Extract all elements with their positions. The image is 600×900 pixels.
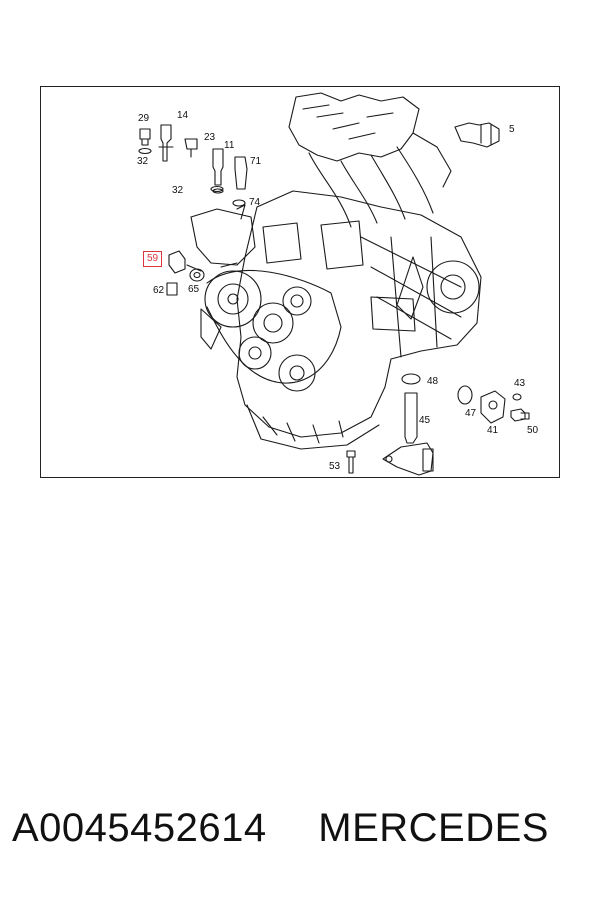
callout-29: 29: [138, 113, 150, 124]
callout-71: 71: [250, 156, 262, 167]
parts-diagram-frame: 29 14 23 11 32 71 32 74 5 59 62 65 48 43…: [40, 86, 560, 478]
callout-43: 43: [514, 378, 526, 389]
callout-5: 5: [509, 124, 515, 135]
callout-11: 11: [224, 140, 235, 151]
callout-53: 53: [329, 461, 341, 472]
callout-59-highlighted[interactable]: 59: [143, 251, 163, 267]
callout-32-top: 32: [137, 156, 149, 167]
callout-48: 48: [427, 376, 439, 387]
callout-32-bottom: 32: [172, 185, 184, 196]
callout-14: 14: [177, 110, 189, 121]
callout-41: 41: [487, 425, 499, 436]
callout-23: 23: [204, 132, 216, 143]
part-number: A0045452614: [12, 806, 267, 850]
callout-65: 65: [188, 284, 200, 295]
callout-47: 47: [465, 408, 477, 419]
callout-45: 45: [419, 415, 431, 426]
part-caption: A0045452614 MERCEDES: [12, 806, 592, 851]
callout-50: 50: [527, 425, 539, 436]
engine-exploded-drawing: [138, 92, 530, 476]
brand-name: MERCEDES: [318, 806, 549, 850]
callout-74: 74: [249, 197, 261, 208]
callout-62: 62: [153, 285, 165, 296]
